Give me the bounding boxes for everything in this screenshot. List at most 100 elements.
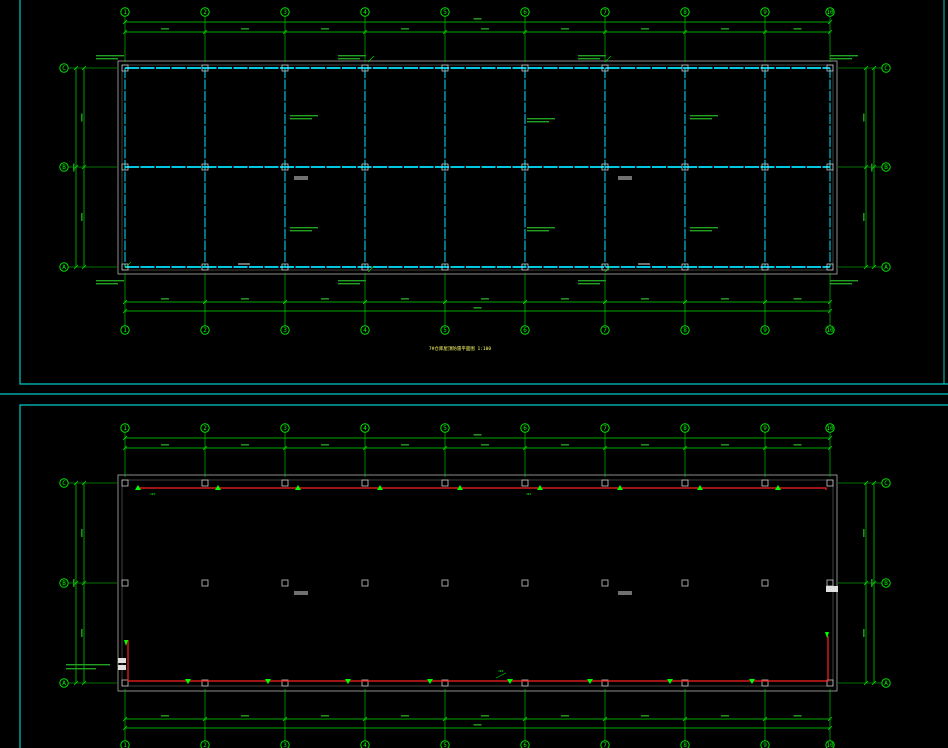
note-text-line [96,58,118,60]
structural-column [761,679,769,687]
axis-bubble-label: A [884,680,888,687]
axis-bubble-label: 1 [123,9,127,16]
dim-tick [762,29,768,35]
down-conductor-marker [537,485,543,490]
down-conductor-marker [617,485,623,490]
dim-tick [522,716,528,722]
room-label-mark [294,176,308,180]
dim-text-mark [793,444,802,446]
structural-column [121,163,129,171]
dim-text-mark [481,28,489,30]
test-point-box [826,586,838,592]
down-conductor-marker [457,485,463,490]
dim-text-mark [561,298,569,300]
dim-text-mark [473,724,482,726]
dim-tick [202,29,208,35]
dim-text-mark [863,629,865,637]
structural-column [361,163,369,171]
note-text-line [578,283,600,285]
dim-tick [202,299,208,305]
note-text-line [338,58,360,60]
structural-column [201,479,209,487]
axis-bubble: C [881,63,891,73]
note-text-line [578,58,600,60]
dim-text-mark [863,529,865,537]
structural-column [121,479,129,487]
dim-text-mark [481,298,489,300]
dim-tick [202,445,208,451]
structural-column [521,679,529,687]
dim-tick [827,299,833,305]
dim-tick [602,716,608,722]
note-text-line [578,280,606,282]
axis-bubble: 4 [360,740,370,748]
structural-column [281,579,289,587]
note-text-line [690,227,718,229]
dim-text-mark [401,28,409,30]
dim-tick [522,29,528,35]
dim-text-mark [863,213,865,221]
axis-bubble: 1 [120,740,130,748]
down-conductor-marker [667,679,673,684]
axis-bubble: 1 [120,423,130,433]
note-leader [367,265,375,273]
axis-bubble: 6 [520,7,530,17]
axis-bubble: 9 [760,7,770,17]
plan-title: 7#仓库屋顶防雷平面图 1:100 [429,345,491,352]
note-text-line [690,230,712,232]
dim-text-mark [161,444,169,446]
dim-text-mark [721,715,729,717]
note-leader [604,265,612,273]
dim-tick [122,299,128,305]
dim-tick [682,29,688,35]
axis-bubble: 10 [825,423,835,433]
axis-bubble-label: 4 [363,327,367,334]
axis-bubble: 3 [280,740,290,748]
axis-bubble: C [59,478,69,488]
axis-bubble: B [59,162,69,172]
axis-bubble-label: 5 [443,327,447,334]
note-text-line [690,115,718,117]
dim-text-mark [641,28,649,30]
structural-column [826,163,834,171]
down-conductor-marker [124,640,128,646]
axis-bubble-label: 1 [123,425,127,432]
dim-text-mark [721,444,729,446]
dim-tick [362,445,368,451]
dim-text-mark [793,715,802,717]
dim-tick [282,445,288,451]
note-text-line [527,230,549,232]
axis-bubble-label: 4 [363,742,367,748]
dim-text-mark [73,579,75,587]
axis-bubble-label: 7 [603,425,607,432]
structural-column [601,479,609,487]
axis-bubble: 5 [440,325,450,335]
axis-bubble: 1 [120,7,130,17]
note-text-line [290,115,318,117]
dim-text-mark [561,444,569,446]
dim-text-mark [793,28,802,30]
axis-bubble: 4 [360,325,370,335]
dim-tick [682,716,688,722]
structural-column [121,263,129,271]
dim-text-mark [641,444,649,446]
structural-column [121,579,129,587]
room-label-mark [618,591,632,595]
axis-bubble-label: 7 [603,9,607,16]
note-text-line [96,55,124,57]
axis-bubble-label: 3 [283,742,287,748]
structural-column [761,263,769,271]
dim-tick [762,716,768,722]
axis-bubble: 7 [600,423,610,433]
dim-text-mark [561,28,569,30]
dim-text-mark [871,579,873,587]
structural-column [601,64,609,72]
axis-bubble-label: 9 [763,425,767,432]
structural-column [761,64,769,72]
note-leader [495,672,507,679]
axis-bubble-label: 7 [603,327,607,334]
structural-column [521,479,529,487]
